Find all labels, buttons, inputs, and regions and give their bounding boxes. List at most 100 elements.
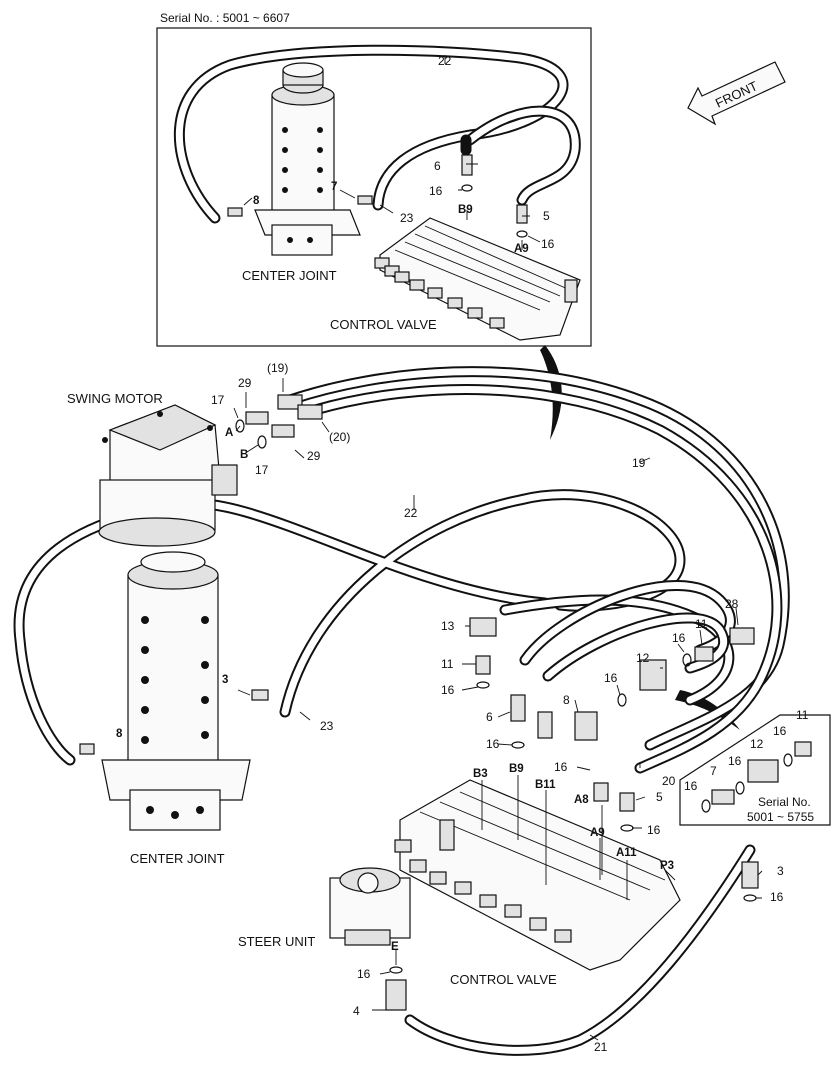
inset-fitting-12 bbox=[747, 759, 779, 783]
fitting-8-main bbox=[79, 743, 95, 755]
callout-16c: 16 bbox=[672, 631, 686, 645]
callout-12: 12 bbox=[636, 651, 650, 665]
callout-16h: 16 bbox=[770, 890, 784, 904]
fitting-8 bbox=[574, 711, 598, 741]
fitting-3-main bbox=[251, 689, 269, 701]
hose-end-20 bbox=[297, 404, 323, 420]
callout-16d: 16 bbox=[604, 671, 618, 685]
callout-23-top: 23 bbox=[400, 211, 414, 225]
inset-hose-22 bbox=[173, 44, 569, 224]
callout-3: 3 bbox=[777, 864, 784, 878]
fitting-28 bbox=[729, 627, 755, 645]
oring-16g bbox=[389, 966, 403, 974]
port-a9: A9 bbox=[590, 827, 605, 839]
front-arrow: FRONT bbox=[687, 61, 786, 126]
inset-fitting-8 bbox=[227, 207, 243, 217]
callout-3-main: 3 bbox=[222, 674, 228, 686]
callout-17a: 17 bbox=[211, 393, 225, 407]
callout-22: 22 bbox=[404, 506, 418, 520]
inset-bottom-serial-2: 5001 ~ 5755 bbox=[747, 810, 814, 824]
callout-8-main: 8 bbox=[116, 728, 123, 740]
inset-fitting-6 bbox=[461, 154, 473, 176]
inset-fitting-7 bbox=[711, 789, 735, 805]
callout-5-top: 5 bbox=[543, 209, 550, 223]
oring-17a bbox=[235, 419, 245, 433]
fitting-13 bbox=[469, 617, 497, 637]
inset-top: Serial No. : 5001 ~ 6607 bbox=[156, 11, 592, 347]
port-a11: A11 bbox=[616, 847, 637, 859]
inset-callout-12: 12 bbox=[750, 737, 764, 751]
inset-control-valve bbox=[374, 217, 581, 341]
inset-callout-16a: 16 bbox=[773, 724, 787, 738]
inset-bottom-serial-1: Serial No. bbox=[758, 795, 811, 809]
callout-5: 5 bbox=[656, 790, 663, 804]
callout-4: 4 bbox=[353, 1004, 360, 1018]
oring-16f bbox=[743, 894, 757, 902]
label-center-joint-top: CENTER JOINT bbox=[242, 268, 337, 283]
callout-17b: 17 bbox=[255, 463, 269, 477]
callout-16a: 16 bbox=[441, 683, 455, 697]
port-a8: A8 bbox=[574, 794, 589, 806]
inset-callout-7: 7 bbox=[710, 764, 717, 778]
port-a9-top: A9 bbox=[514, 243, 529, 255]
callout-19: 19 bbox=[632, 456, 646, 470]
callout-29b: 29 bbox=[307, 449, 321, 463]
hose-end-19 bbox=[277, 394, 303, 410]
fitting-6b bbox=[537, 711, 553, 739]
fitting-29b bbox=[271, 424, 295, 438]
inset-oring-16a bbox=[461, 184, 473, 192]
callout-13: 13 bbox=[441, 619, 455, 633]
port-b11: B11 bbox=[535, 779, 556, 791]
label-swing-motor: SWING MOTOR bbox=[67, 391, 163, 406]
callout-16f: 16 bbox=[647, 823, 661, 837]
callout-16-top: 16 bbox=[429, 184, 443, 198]
port-p3: P3 bbox=[660, 860, 674, 872]
fitting-3 bbox=[741, 861, 759, 889]
callout-8-top: 8 bbox=[253, 195, 260, 207]
hose-20 bbox=[309, 384, 783, 774]
inset-connector-top bbox=[540, 345, 562, 440]
fitting-4 bbox=[385, 979, 407, 1011]
oring-16a bbox=[476, 681, 490, 689]
port-a: A bbox=[225, 427, 233, 439]
callout-6: 6 bbox=[486, 710, 493, 724]
main-hoses bbox=[13, 366, 790, 1056]
fitting-5a bbox=[593, 782, 609, 802]
fitting-29a bbox=[245, 411, 269, 425]
label-control-valve: CONTROL VALVE bbox=[450, 972, 557, 987]
callout-16e: 16 bbox=[554, 760, 568, 774]
port-b9-top: B9 bbox=[458, 204, 473, 216]
callout-19-paren: (19) bbox=[267, 361, 288, 375]
oring-17b bbox=[257, 435, 267, 449]
fitting-11b bbox=[694, 646, 714, 662]
label-center-joint: CENTER JOINT bbox=[130, 851, 225, 866]
inset-fitting-7 bbox=[357, 195, 373, 205]
steer-unit bbox=[329, 867, 411, 946]
inset-callout-16c: 16 bbox=[684, 779, 698, 793]
main-fittings bbox=[79, 394, 759, 1011]
oring-16d bbox=[617, 693, 627, 707]
fitting-6a bbox=[510, 694, 526, 722]
port-b: B bbox=[240, 449, 248, 461]
callout-7-top: 7 bbox=[331, 181, 337, 193]
callout-28: 28 bbox=[725, 597, 739, 611]
callout-16b: 16 bbox=[486, 737, 500, 751]
port-e: E bbox=[391, 941, 399, 953]
callout-20-paren: (20) bbox=[329, 430, 350, 444]
oring-16e bbox=[620, 824, 634, 832]
callout-11b: 11 bbox=[695, 617, 708, 631]
center-joint bbox=[101, 551, 251, 831]
callout-21: 21 bbox=[594, 1040, 608, 1054]
inset-top-serial: Serial No. : 5001 ~ 6607 bbox=[160, 11, 290, 25]
label-steer-unit: STEER UNIT bbox=[238, 934, 315, 949]
inset-top-frame bbox=[156, 27, 592, 347]
callout-11a: 11 bbox=[441, 657, 454, 671]
callout-6-top: 6 bbox=[434, 159, 441, 173]
callout-23: 23 bbox=[320, 719, 334, 733]
fitting-5b bbox=[619, 792, 635, 812]
callout-8: 8 bbox=[563, 693, 570, 707]
inset-bottom: 11 16 12 16 7 16 Serial No. 5001 ~ 5755 bbox=[679, 708, 831, 826]
inset-callout-16b: 16 bbox=[728, 754, 742, 768]
oring-16b bbox=[511, 741, 525, 749]
